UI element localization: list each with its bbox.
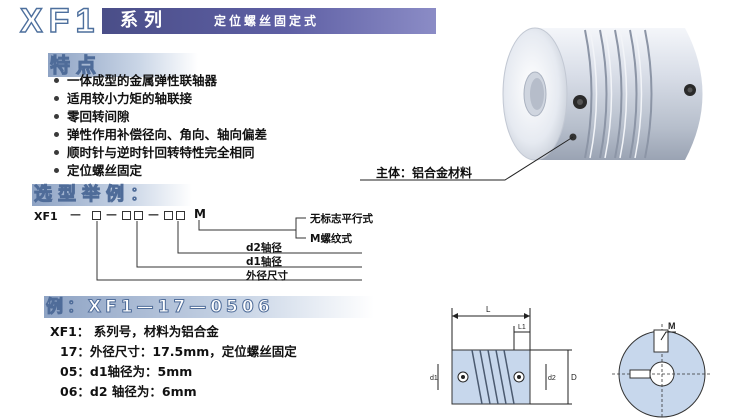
feature-item: 定位螺丝固定 xyxy=(48,162,267,180)
example-line: 17：外径尺寸：17.5mm，定位螺丝固定 xyxy=(60,344,297,359)
dim-L: L xyxy=(486,305,491,314)
features-list: 一体成型的金属弹性联轴器 适用较小力矩的轴联接 零回转间隙 弹性作用补偿径向、角… xyxy=(48,72,267,180)
example-heading-bar xyxy=(44,296,374,318)
dim-d1: d1 xyxy=(430,375,438,382)
dim-D: D xyxy=(571,373,577,382)
feature-item: 顺时针与逆时针回转特性完全相同 xyxy=(48,144,267,162)
main-body-label: 主体：铝合金材料 xyxy=(376,166,473,180)
brand-title: XF1 xyxy=(19,2,101,40)
feature-item: 零回转间隙 xyxy=(48,108,267,126)
dim-L1: L1 xyxy=(518,324,526,331)
selection-heading-bar xyxy=(32,184,192,206)
code-box-d1a xyxy=(122,211,131,220)
selection-heading: 选型举例： xyxy=(34,184,154,206)
main-body-leader xyxy=(360,136,574,181)
selection-code-prefix: XF1 xyxy=(34,210,58,223)
example-heading: 例：XF1—17—0506 xyxy=(46,297,274,318)
features-heading-bar xyxy=(48,53,198,77)
bullet-icon xyxy=(54,168,59,173)
title-bar xyxy=(102,8,436,34)
bullet-icon xyxy=(54,132,59,137)
code-box-d2b xyxy=(176,211,185,220)
bullet-icon xyxy=(54,96,59,101)
example-line: XF1： 系列号，材料为铝合金 xyxy=(50,324,219,339)
bullet-icon xyxy=(54,78,59,83)
example-line: 05：d1轴径为：5mm xyxy=(60,364,193,379)
bullet-icon xyxy=(54,150,59,155)
dim-d2: d2 xyxy=(548,375,556,382)
dim-M: M xyxy=(668,321,676,331)
feature-item: 一体成型的金属弹性联轴器 xyxy=(48,72,267,90)
label-m-thread: M螺纹式 xyxy=(310,233,352,245)
code-box-d2a xyxy=(164,211,173,220)
feature-item: 弹性作用补偿径向、角向、轴向偏差 xyxy=(48,126,267,144)
selection-dash: — xyxy=(148,208,159,221)
code-box-outer xyxy=(92,211,101,220)
selection-dash: — xyxy=(70,208,81,221)
label-d1: d1轴径 xyxy=(246,256,282,268)
code-box-d1b xyxy=(134,211,143,220)
coupling-illustration xyxy=(502,27,703,161)
bullet-icon xyxy=(54,114,59,119)
label-no-mark: 无标志平行式 xyxy=(310,213,373,225)
front-view-drawing: M xyxy=(612,321,712,418)
series-subtitle: 定位螺丝固定式 xyxy=(214,14,320,28)
series-label: 系列 xyxy=(120,10,168,31)
features-heading: 特点 xyxy=(50,53,102,77)
side-view-drawing: L L1 d1 d2 D xyxy=(430,305,577,405)
label-d2: d2轴径 xyxy=(246,242,282,254)
selection-dash: — xyxy=(106,208,117,221)
code-suffix-m: M xyxy=(194,207,206,221)
feature-item: 适用较小力矩的轴联接 xyxy=(48,90,267,108)
example-line: 06：d2 轴径为：6mm xyxy=(60,384,197,399)
label-outer: 外径尺寸 xyxy=(246,270,288,282)
